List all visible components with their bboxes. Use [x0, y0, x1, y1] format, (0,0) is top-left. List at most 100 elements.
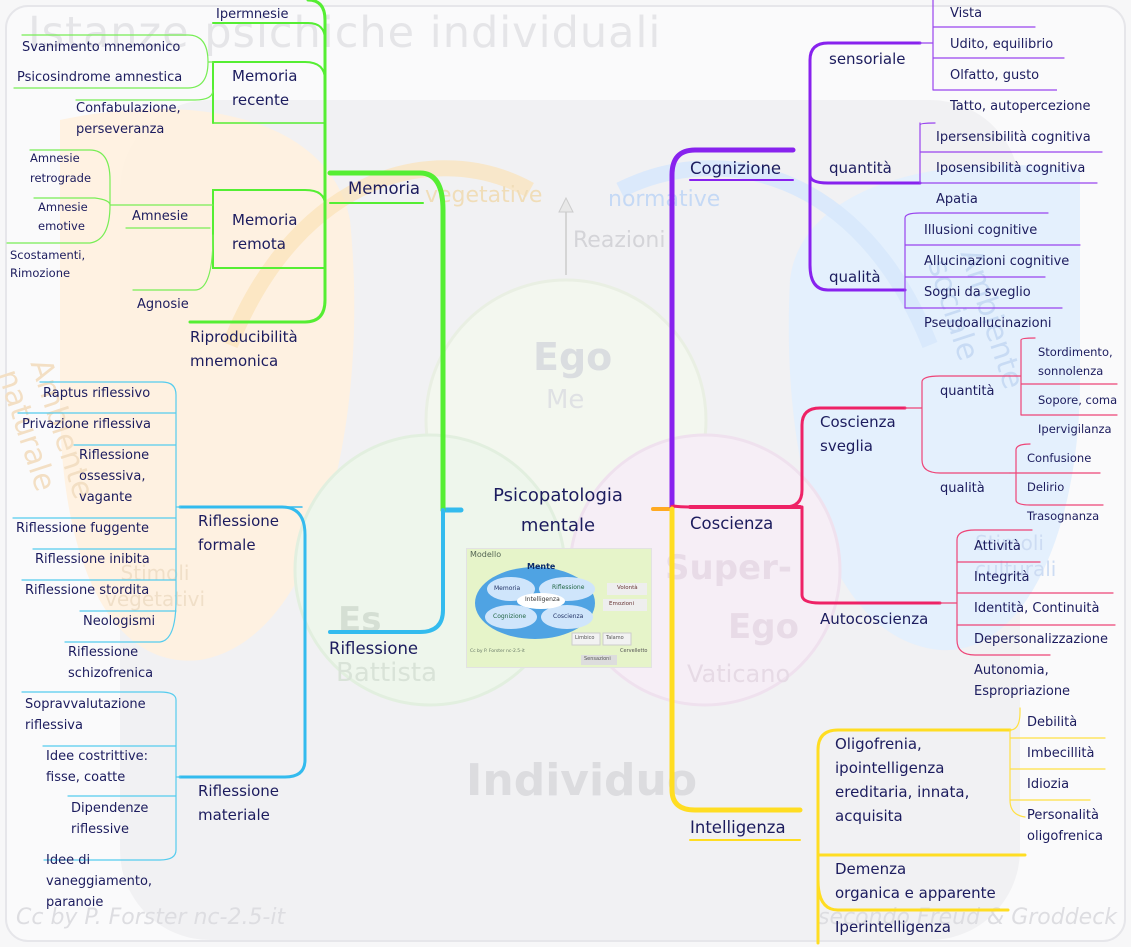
thumb-coscienza: Coscienza [553, 613, 584, 620]
watermark-reazioni: Reazioni [573, 228, 666, 253]
vegetative-arrow [222, 160, 534, 348]
riflessione-title: Riflessione [329, 639, 419, 658]
coscienza-sveglia-line2: sveglia [820, 437, 873, 455]
memoria-recente-line2: recente [232, 91, 290, 109]
cognizione-pseudoallucinazioni: Pseudoallucinazioni [924, 316, 1052, 331]
intelligenza-demenza-line1: Demenza [835, 860, 907, 878]
cognizione-illusioni: Illusioni cognitive [924, 223, 1038, 238]
watermark-stimoli-culturali: Stimoli culturali [975, 531, 1057, 581]
riflessione-privazione: Privazione riflessiva [22, 417, 151, 432]
coscienza-sveglia-quantita-twigs [1009, 337, 1118, 416]
riflessione-vaneggiamento-line1: Idee di [46, 853, 91, 868]
watermark-ego-super: Ego [728, 607, 799, 647]
coscienza-stordimento-line2: sonnolenza [1038, 364, 1104, 378]
intelligenza-oligofrenia-line2: ipointelligenza [835, 759, 945, 777]
memoria-riproducibilita-line2: mnemonica [190, 352, 279, 370]
intelligenza-personalita-line2: oligofrenica [1027, 829, 1103, 844]
thumb-limbico: Limbico [575, 635, 595, 641]
riflessione-materiale-twigs [21, 691, 181, 861]
watermark-ego: Ego [533, 335, 613, 379]
riflessione-materiale-line2: materiale [198, 806, 270, 824]
thumb-intelligenza: Intelligenza [525, 596, 560, 603]
cognizione-ipersensibilita: Ipersensibilità cognitiva [936, 130, 1091, 145]
thumb-memoria: Memoria [494, 585, 521, 592]
coscienza-sveglia-line1: Coscienza [820, 413, 896, 431]
riflessione-dipendenze-line1: Dipendenze [71, 801, 149, 816]
thumb-riflessione: Riflessione [552, 584, 585, 591]
watermark-me: Me [546, 385, 585, 415]
coscienza-delirio: Delirio [1027, 480, 1065, 494]
memoria-main-branch [327, 170, 446, 513]
coscienza-sveglia-twigs [904, 375, 1011, 474]
intelligenza-debilita: Debilità [1027, 715, 1078, 730]
reazioni-arrowhead [558, 196, 574, 213]
riflessione-idee-costrittive-line1: Idee costrittive: [46, 749, 149, 764]
memoria-spine [188, 0, 327, 324]
memoria-title: Memoria [348, 179, 421, 198]
cognizione-sensoriale-twigs [919, 0, 1065, 91]
thumb-sensazioni: Sensazioni [584, 656, 611, 662]
coscienza-confusione: Confusione [1027, 451, 1092, 465]
cognizione-iposensibilita: Iposensibilità cognitiva [936, 161, 1086, 176]
cognizione-sensoriale: sensoriale [829, 50, 906, 68]
memoria-emotive-line2: emotive [38, 219, 85, 233]
thumb-cognizione-ellipse [485, 605, 537, 629]
coscienza-sveglia-quantita: quantità [940, 384, 995, 399]
memoria-riproducibilita-line1: Riproducibilità [190, 328, 298, 346]
cognizione-allucinazioni: Allucinazioni cognitive [924, 254, 1070, 269]
riflessione-inibita: Riflessione inibita [35, 552, 150, 567]
watermark-stimoli-vegetativi: Stimoli vegetativi [104, 561, 206, 611]
intelligenza-idiozia: Idiozia [1027, 777, 1070, 792]
normative-arrow [616, 160, 938, 348]
coscienza-trasognanza: Trasognanza [1027, 509, 1100, 523]
intelligenza-title: Intelligenza [690, 818, 786, 837]
riflessione-stordita: Riflessione stordita [25, 583, 150, 598]
cognizione-qualita-twigs [904, 212, 1081, 309]
thumb-credit: Cc by P. Forster nc-2.5-it [470, 649, 525, 654]
cognizione-spine [808, 41, 922, 292]
memoria-remota-line2: remota [232, 235, 286, 253]
memoria-svanimento: Svanimento mnemonico [22, 40, 181, 55]
riflessione-idee-costrittive-line2: fisse, coatte [46, 770, 126, 785]
cognizione-quantita-twigs [919, 122, 1103, 184]
intelligenza-imbecillita: Imbecillità [1027, 746, 1095, 761]
model-thumbnail: Modello Mente Memoria Riflessione Intell… [466, 548, 652, 668]
riflessione-ossessiva-line3: vagante [79, 490, 133, 505]
cognizione-udito: Udito, equilibrio [950, 37, 1054, 52]
riflessione-schizofrenica-line2: schizofrenica [68, 666, 154, 681]
riflessione-raptus: Raptus riflessivo [43, 386, 151, 401]
memoria-amnesie: Amnesie [132, 209, 189, 224]
memoria-scostamenti-line2: Rimozione [10, 266, 71, 280]
coscienza-autocoscienza-twigs [939, 529, 1116, 656]
memoria-recente-twigs [13, 34, 214, 101]
cognizione-tatto: Tatto, autopercezione [950, 99, 1091, 114]
memoria-remota-link [212, 189, 326, 269]
cognizione-apatia: Apatia [936, 192, 978, 207]
cognizione-title: Cognizione [690, 159, 782, 178]
watermark-individuo: Individuo [466, 755, 698, 806]
intelligenza-main-branch [669, 506, 803, 813]
thumb-emozioni: Emozioni [609, 601, 634, 607]
coscienza-autonomia-line1: Autonomia, [974, 663, 1049, 678]
thumb-talamo: Talamo [606, 635, 624, 641]
intelligenza-personalita-line1: Personalità [1027, 808, 1099, 823]
riflessione-sopravvalutazione-line1: Sopravvalutazione [25, 697, 146, 712]
riflessione-dipendenze-line2: riflessive [71, 822, 129, 837]
memoria-scostamenti-line1: Scostamenti, [10, 248, 86, 262]
riflessione-fuggente: Riflessione fuggente [16, 521, 149, 536]
riflessione-formale-line2: formale [198, 536, 256, 554]
memoria-confabulazione-line2: perseveranza [76, 122, 165, 137]
intelligenza-oligo-twigs [1009, 707, 1106, 818]
memoria-emotive-line1: Amnesie [38, 200, 88, 214]
riflessione-sopravvalutazione-line2: riflessiva [25, 718, 83, 733]
intelligenza-iperintelligenza: Iperintelligenza [835, 918, 951, 936]
watermark-battista: Battista [336, 658, 438, 688]
memoria-ipermnesie: Ipermnesie [216, 7, 289, 22]
thumb-sensazioni-box [581, 655, 617, 665]
thumb-title: Modello [470, 550, 502, 559]
coscienza-autocoscienza: Autocoscienza [820, 610, 929, 628]
riflessione-main-branch [328, 508, 445, 634]
